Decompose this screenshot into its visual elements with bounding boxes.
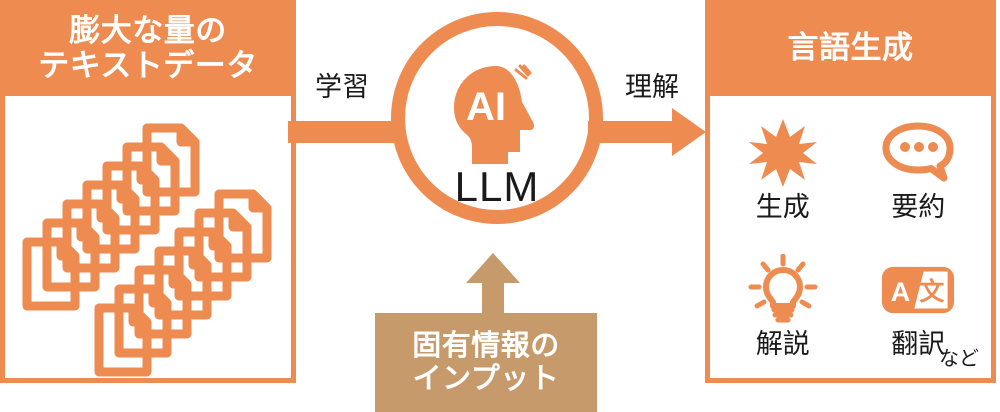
capability-generation-label: 生成	[755, 191, 810, 222]
text-data-panel-body	[0, 96, 296, 383]
language-generation-header-text: 言語生成	[787, 30, 914, 66]
llm-label: LLM	[454, 163, 540, 210]
llm-circle: AI LLM	[391, 12, 603, 224]
proprietary-input-line1: 固有情報の	[412, 330, 560, 363]
translate-icon-left-char: A	[891, 277, 910, 307]
capability-summary-label: 要約	[891, 191, 946, 222]
capability-grid: 生成 要約	[715, 100, 986, 374]
document-icon	[193, 207, 253, 283]
document-icon	[213, 188, 273, 264]
proprietary-input-line2: インプット	[412, 362, 560, 395]
document-icon	[141, 122, 201, 198]
document-stack-icon	[5, 96, 291, 378]
understanding-arrow-icon	[588, 108, 706, 156]
document-icon	[121, 141, 181, 217]
proprietary-input-block: 固有情報の インプット	[375, 313, 597, 412]
understanding-label: 理解	[625, 72, 679, 102]
etc-note: など	[939, 348, 979, 370]
language-generation-body: 生成 要約	[705, 96, 996, 383]
translate-icon-right-char: 文	[920, 277, 945, 306]
text-data-header-line1: 膨大な量の	[69, 12, 227, 48]
language-generation-panel: 言語生成 生成	[705, 0, 996, 383]
lightbulb-icon	[746, 253, 820, 327]
capability-generation: 生成	[715, 100, 851, 237]
capability-translation: A 文 翻訳	[851, 237, 987, 374]
capability-explanation: 解説	[715, 237, 851, 374]
learning-connector-bar	[288, 121, 413, 143]
text-data-header-line2: テキストデータ	[38, 48, 258, 83]
text-data-panel-header: 膨大な量の テキストデータ	[0, 0, 296, 96]
capability-explanation-label: 解説	[755, 328, 810, 359]
language-generation-header: 言語生成	[705, 0, 996, 96]
ai-head-icon: AI	[446, 64, 550, 168]
proprietary-input-text: 固有情報の インプット	[412, 330, 560, 395]
translate-icon: A 文	[881, 253, 955, 327]
starburst-icon	[746, 116, 820, 190]
up-arrow-icon	[466, 253, 520, 317]
capability-translation-label: 翻訳	[891, 328, 946, 359]
text-data-panel: 膨大な量の テキストデータ	[0, 0, 296, 383]
capability-summary: 要約	[851, 100, 987, 237]
ai-head-label: AI	[466, 85, 506, 129]
learning-label: 学習	[315, 72, 369, 102]
speech-bubble-icon	[881, 116, 955, 190]
